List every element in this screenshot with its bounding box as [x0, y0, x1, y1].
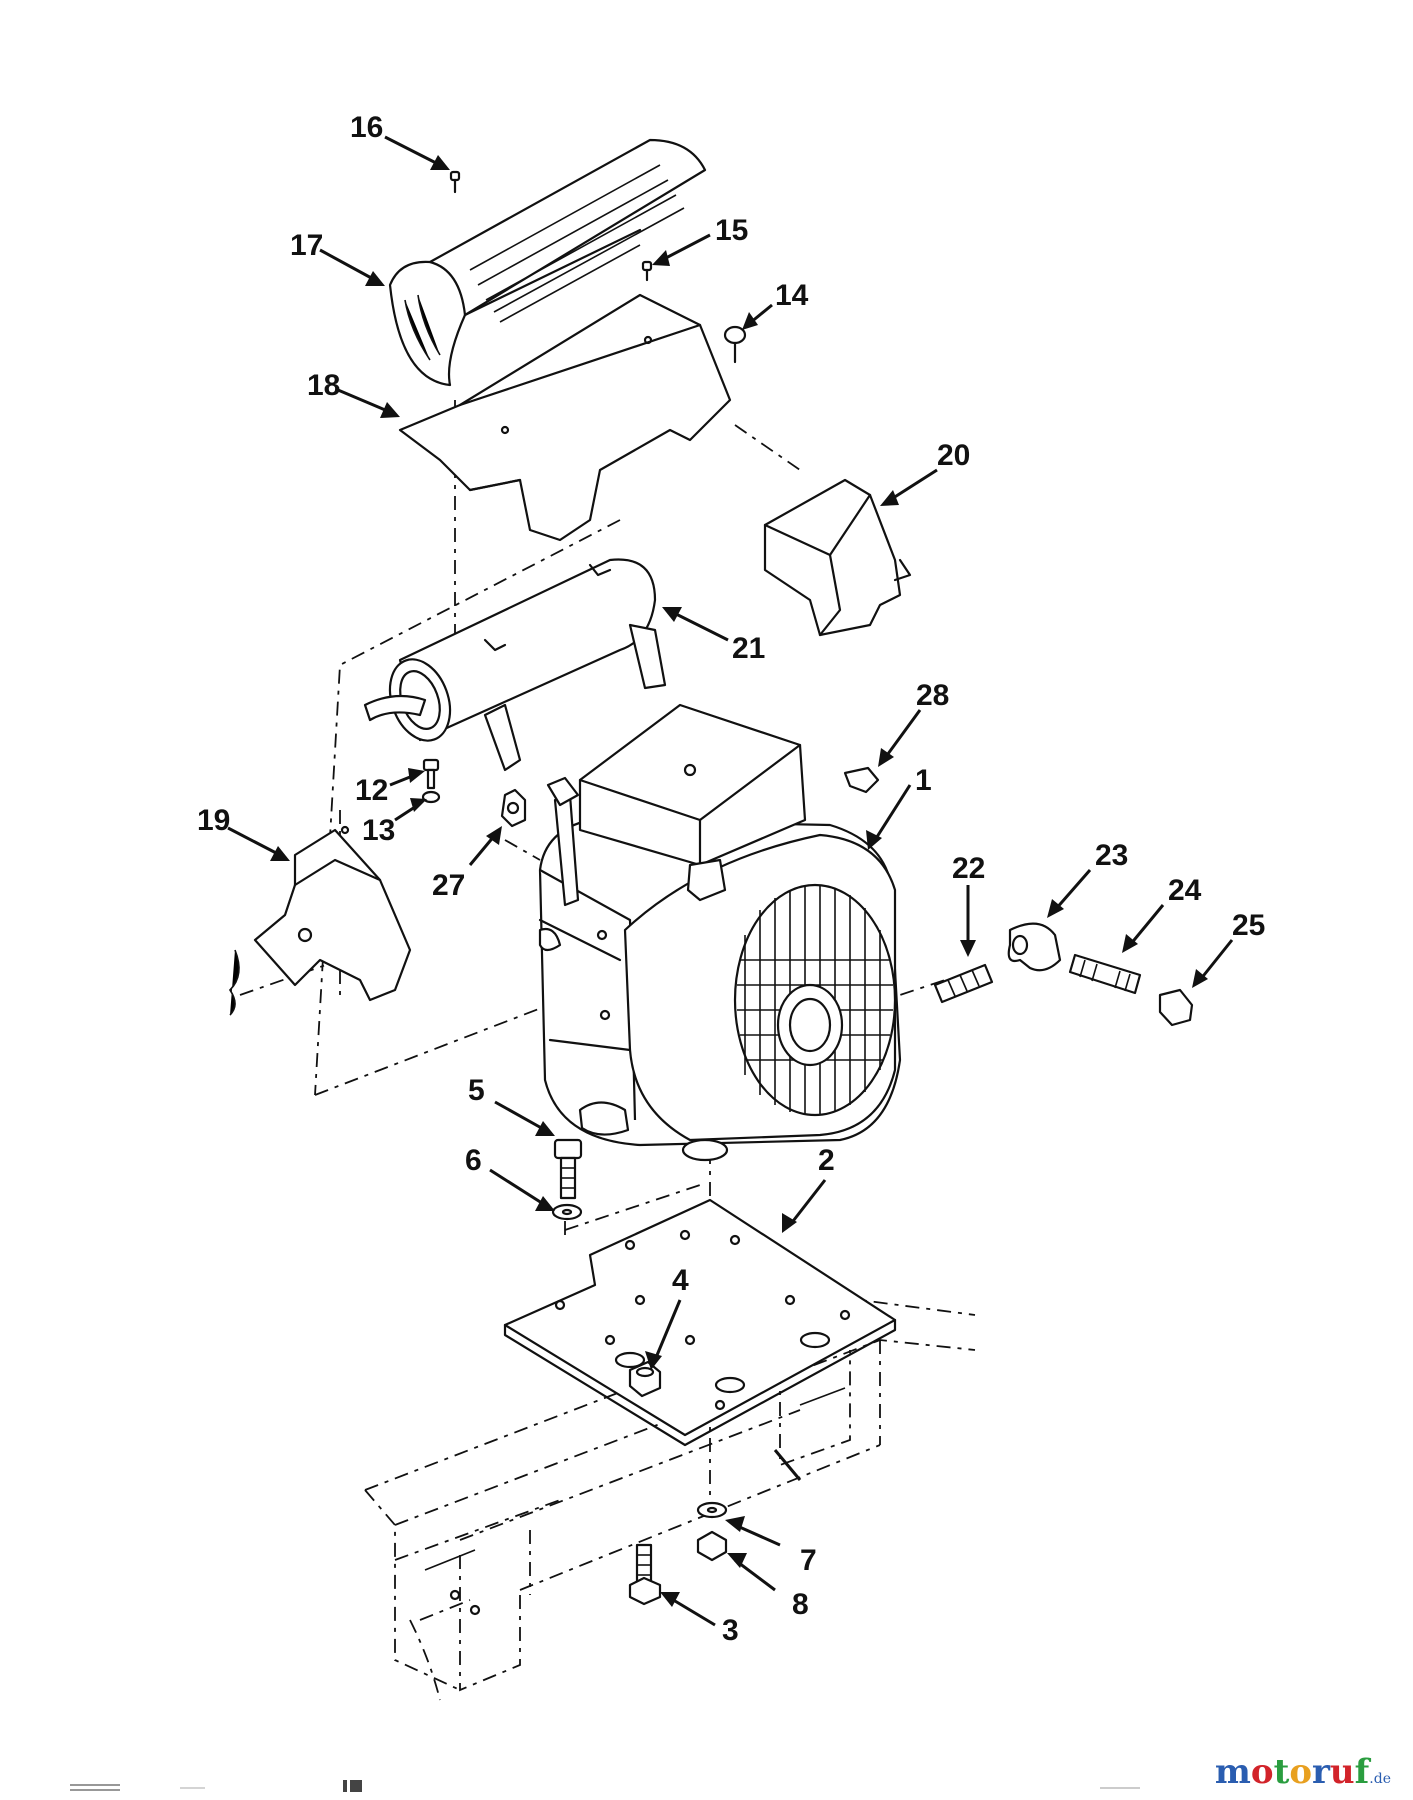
- callout-23: 23: [1095, 839, 1128, 872]
- washer-7: [696, 1501, 728, 1519]
- callout-27: 27: [432, 869, 465, 902]
- watermark-letter: r: [1312, 1752, 1330, 1792]
- clip-28: [843, 766, 880, 794]
- leader-12: [389, 768, 425, 787]
- heat-shield: [398, 293, 732, 542]
- leader-5: [494, 1100, 555, 1136]
- pipe-24: [1068, 953, 1142, 995]
- callout-7: 7: [800, 1544, 817, 1577]
- muffler: [363, 558, 667, 772]
- cap-25: [1158, 988, 1194, 1027]
- watermark-suffix: .de: [1369, 1771, 1391, 1787]
- leader-23: [1047, 869, 1092, 918]
- callout-8: 8: [792, 1588, 809, 1621]
- callout-4: 4: [672, 1264, 689, 1297]
- callout-18: 18: [307, 369, 340, 402]
- callout-25: 25: [1232, 909, 1265, 942]
- callout-5: 5: [468, 1074, 485, 1107]
- engine-mount-plate: [503, 1198, 897, 1447]
- callout-12: 12: [355, 774, 388, 807]
- watermark-letter: o: [1289, 1752, 1312, 1792]
- muffler-shield: [388, 138, 707, 387]
- watermark-letter: f: [1354, 1752, 1370, 1792]
- leader-2: [782, 1179, 827, 1233]
- leader-8: [727, 1553, 776, 1592]
- callout-1: 1: [915, 764, 932, 797]
- callout-15: 15: [715, 214, 748, 247]
- bolt-5: [553, 1138, 583, 1200]
- leader-arrows: [227, 135, 1234, 1627]
- callout-3: 3: [722, 1614, 739, 1647]
- nut-8: [696, 1530, 728, 1562]
- drain-nipple-22: [933, 963, 994, 1004]
- engine-air-cover: [763, 478, 912, 637]
- callout-labels: 1 2 3 4 5 6 7 8 12 13 14 15 16 17 18 19 …: [197, 111, 1265, 1647]
- leader-17: [319, 248, 385, 286]
- screw-16: [449, 170, 461, 194]
- leader-25: [1192, 939, 1234, 988]
- leader-27: [468, 826, 502, 866]
- leader-1: [866, 784, 912, 850]
- elbow-23: [1007, 922, 1062, 972]
- leader-15: [652, 233, 711, 266]
- callout-16: 16: [350, 111, 383, 144]
- leader-20: [880, 468, 938, 506]
- watermark-letter: m: [1214, 1752, 1251, 1792]
- watermark-logo: motoruf.de: [1215, 1752, 1391, 1792]
- leader-13: [394, 798, 427, 822]
- leader-6: [489, 1168, 555, 1211]
- side-shield: [228, 825, 412, 1016]
- screw-12: [422, 758, 440, 790]
- engine: [538, 703, 902, 1162]
- leader-28: [878, 709, 922, 767]
- washer-6: [551, 1203, 583, 1221]
- watermark-letter: t: [1273, 1752, 1290, 1792]
- leader-18: [337, 388, 400, 418]
- nut-4: [628, 1360, 662, 1398]
- leader-16: [384, 135, 450, 170]
- leader-22: [960, 885, 976, 957]
- page-edge-marks: [70, 1780, 1140, 1792]
- leader-4: [645, 1299, 682, 1370]
- leader-21: [662, 607, 729, 642]
- watermark-letter: u: [1329, 1752, 1355, 1792]
- leader-19: [227, 826, 290, 861]
- callout-6: 6: [465, 1144, 482, 1177]
- tractor-frame: [364, 1299, 976, 1701]
- callout-14: 14: [775, 279, 809, 312]
- leader-14: [742, 303, 773, 330]
- leader-3: [660, 1592, 716, 1627]
- callout-24: 24: [1168, 874, 1202, 907]
- callout-13: 13: [362, 814, 395, 847]
- washer-13: [421, 790, 441, 804]
- watermark-letter: o: [1250, 1752, 1274, 1792]
- callout-19: 19: [197, 804, 230, 837]
- bolt-3: [628, 1543, 662, 1606]
- callout-2: 2: [818, 1144, 835, 1177]
- leader-7: [725, 1516, 781, 1547]
- callout-28: 28: [916, 679, 949, 712]
- screw-15: [641, 260, 653, 282]
- callout-20: 20: [937, 439, 970, 472]
- leader-24: [1122, 904, 1165, 953]
- exhaust-gasket: [500, 788, 527, 828]
- screw-14: [723, 325, 747, 364]
- callout-17: 17: [290, 229, 323, 262]
- callout-22: 22: [952, 852, 985, 885]
- shield-slots: [469, 164, 685, 323]
- callout-21: 21: [732, 632, 765, 665]
